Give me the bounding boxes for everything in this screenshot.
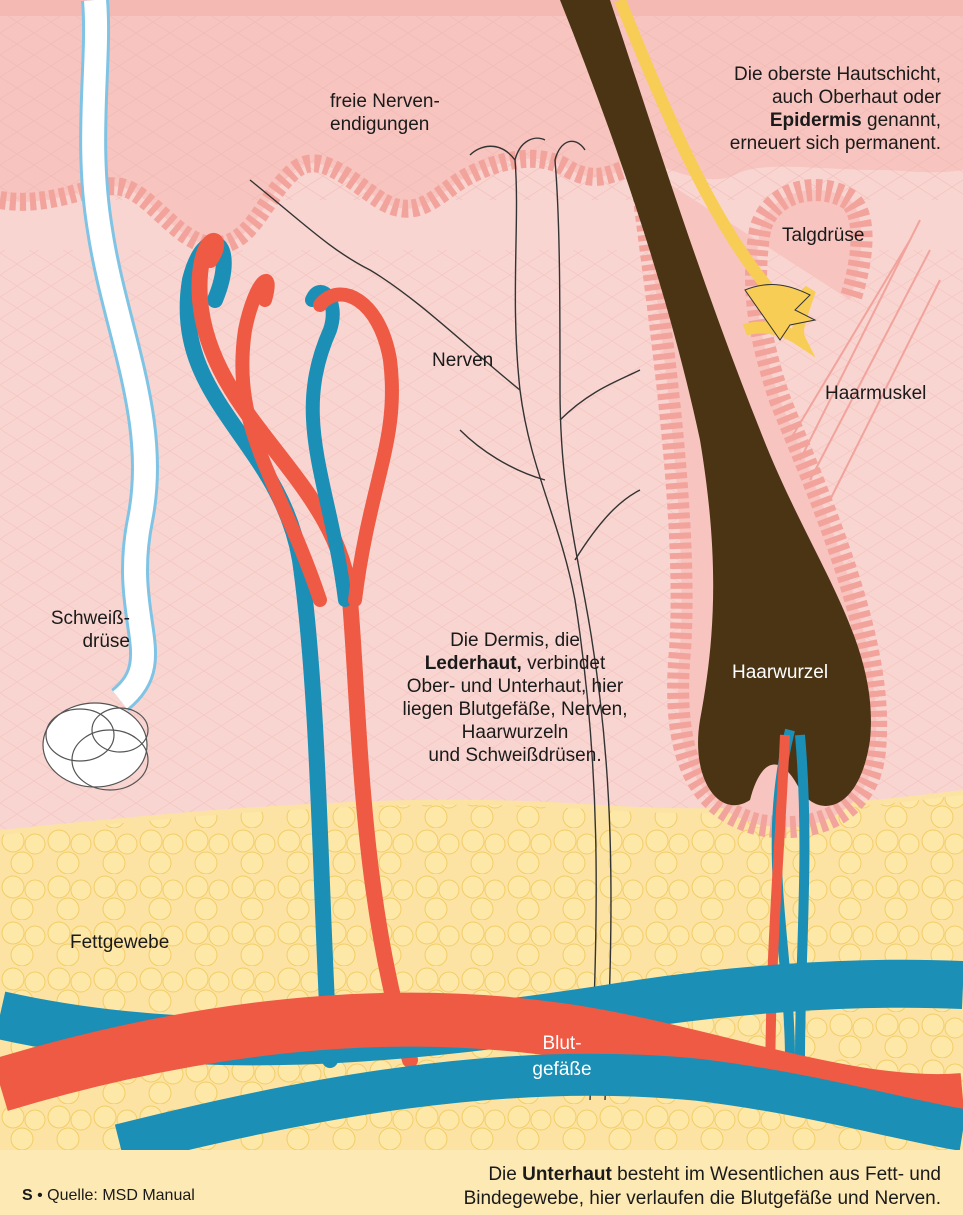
sweat-gland-label: Schweiß- drüse bbox=[20, 607, 130, 653]
publisher-logo: S bbox=[22, 1187, 33, 1204]
epidermis-label: Die oberste Hautschicht, auch Oberhaut o… bbox=[641, 40, 941, 155]
nerves-label: Nerven bbox=[432, 349, 532, 372]
dermis-term: Lederhaut, bbox=[425, 653, 522, 674]
sebaceous-gland-label: Talgdrüse bbox=[782, 224, 902, 247]
dermis-label: Die Dermis, die Lederhaut, verbindet Obe… bbox=[370, 606, 660, 767]
dermis-text-1: Die Dermis, die bbox=[450, 630, 580, 651]
epidermis-text-1: Die oberste Hautschicht, auch Oberhaut o… bbox=[734, 64, 941, 108]
blood-vessels-label: Blut- gefäße bbox=[472, 1031, 652, 1083]
hair-muscle-label: Haarmuskel bbox=[825, 382, 950, 405]
fat-tissue-label: Fettgewebe bbox=[70, 931, 200, 954]
skin-surface bbox=[0, 0, 963, 16]
nerve-endings-label: freie Nerven- endigungen bbox=[330, 90, 490, 136]
bullet-separator: • bbox=[33, 1187, 48, 1204]
epidermis-term: Epidermis bbox=[770, 110, 862, 131]
subcutis-label: Die Unterhaut besteht im Wesentlichen au… bbox=[341, 1139, 941, 1211]
subcutis-text-1: Die bbox=[488, 1164, 522, 1185]
subcutis-term: Unterhaut bbox=[522, 1164, 612, 1185]
source-text: Quelle: MSD Manual bbox=[47, 1187, 195, 1204]
hair-root-label: Haarwurzel bbox=[732, 661, 852, 684]
source-credit: S • Quelle: MSD Manual bbox=[22, 1187, 195, 1205]
